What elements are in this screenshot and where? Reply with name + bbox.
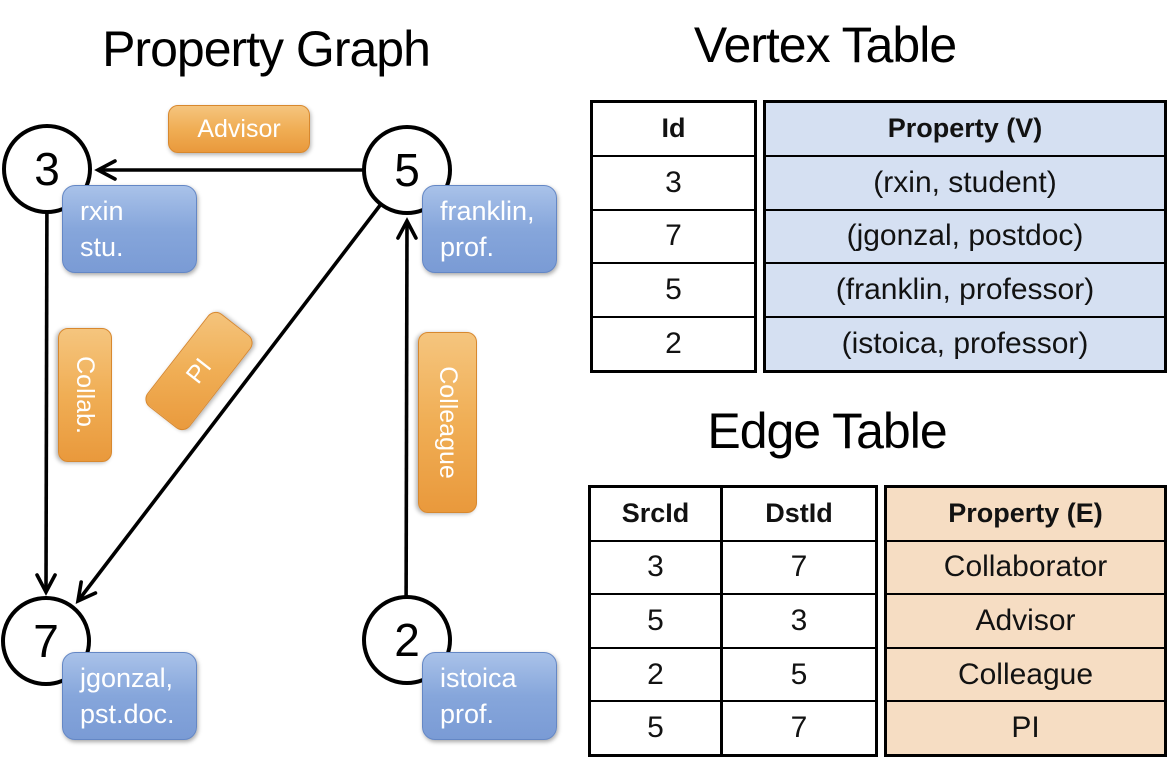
- edge-table-cell: 7: [723, 542, 875, 596]
- edge-line-collab-3-to-7: [35, 168, 57, 596]
- graph-edges-svg: [35, 159, 418, 641]
- edge-table-cell: Advisor: [887, 595, 1164, 649]
- vertex-property-box-jgonzal: jgonzal, pst.doc.: [62, 652, 197, 740]
- vertex-table-header-id: Id: [593, 103, 754, 157]
- edge-line-pi-5-to-7: [75, 168, 409, 605]
- vertex-table-cell: (istoica, professor): [841, 327, 1089, 361]
- vertex-table-cell: 7: [593, 211, 754, 265]
- vertex-property-line: prof.: [440, 232, 495, 262]
- edge-table-cell: 5: [591, 595, 720, 649]
- vertex-property-line: stu.: [80, 232, 124, 262]
- edge-table-dstid-column: DstId 7 3 5 7: [723, 488, 875, 754]
- edge-table-header-dstid: DstId: [723, 488, 875, 542]
- vertex-table-title: Vertex Table: [693, 17, 957, 73]
- edge-table-cell: 3: [591, 542, 720, 596]
- edge-table-srcid-column: SrcId 3 5 2 5: [591, 488, 723, 754]
- vertex-table-cell: 2: [665, 327, 682, 361]
- graph-node-5: 5: [362, 125, 452, 215]
- edge-table-cell: Collaborator: [887, 542, 1164, 596]
- vertex-table-id-column: Id 3 7 5 2: [590, 100, 757, 373]
- node-id-label: 3: [34, 143, 60, 195]
- vertex-property-box-rxin: rxin stu.: [62, 185, 197, 273]
- vertex-table-cell: 3: [593, 157, 754, 211]
- node-id-label: 5: [394, 144, 420, 196]
- edge-table-cell: 5: [723, 649, 875, 703]
- edge-table-cell: 2: [591, 649, 720, 703]
- vertex-table-property-column: Property (V) (rxin, student) (jgonzal, p…: [763, 100, 1167, 373]
- edge-table-header-srcid: SrcId: [591, 488, 720, 542]
- edge-label: PI: [180, 352, 217, 389]
- edge-table-cell: 7: [790, 711, 808, 745]
- vertex-property-line: rxin: [80, 196, 124, 226]
- edge-table: SrcId 3 5 2 5 DstId 7 3 5 7 Property (E)…: [588, 485, 1167, 757]
- edge-table-property-column: Property (E) Collaborator Advisor Collea…: [884, 485, 1167, 757]
- edge-table-cell: PI: [1011, 711, 1040, 745]
- edge-label: Collab.: [71, 356, 100, 434]
- edge-table-header-property: Property (E): [887, 488, 1164, 542]
- edge-table-id-columns: SrcId 3 5 2 5 DstId 7 3 5 7: [588, 485, 878, 757]
- vertex-table-cell: (jgonzal, postdoc): [766, 211, 1164, 265]
- vertex-property-line: franklin,: [440, 196, 535, 226]
- vertex-property-line: jgonzal,: [80, 663, 174, 693]
- edge-table-cell: 5: [647, 711, 664, 745]
- edge-label-box-colleague: Colleague: [418, 332, 477, 513]
- edge-label-box-collab: Collab.: [58, 328, 112, 462]
- edge-line-colleague-2-to-5: [396, 217, 418, 641]
- edge-table-title: Edge Table: [707, 403, 947, 459]
- edge-label: Advisor: [197, 114, 281, 143]
- edge-label: Colleague: [434, 366, 462, 479]
- node-id-label: 2: [394, 614, 420, 666]
- vertex-table-cell: (rxin, student): [766, 157, 1164, 211]
- vertex-table: Id 3 7 5 2 Property (V) (rxin, student) …: [590, 100, 1167, 373]
- vertex-property-box-franklin: franklin, prof.: [422, 185, 557, 273]
- vertex-table-cell: 5: [593, 264, 754, 319]
- vertex-property-line: prof.: [440, 699, 495, 729]
- edge-table-cell: Colleague: [887, 649, 1164, 703]
- vertex-property-line: pst.doc.: [80, 699, 175, 729]
- edge-label-box-advisor: Advisor: [168, 105, 310, 153]
- node-id-label: 7: [33, 615, 59, 667]
- vertex-property-box-istoica: istoica prof.: [422, 652, 557, 740]
- vertex-property-line: istoica: [440, 663, 517, 693]
- property-graph-title: Property Graph: [102, 21, 431, 77]
- graph-node-2: 2: [362, 595, 452, 685]
- edge-table-cell: 3: [723, 595, 875, 649]
- vertex-table-cell: (franklin, professor): [766, 264, 1164, 319]
- vertex-table-header-property: Property (V): [766, 103, 1164, 157]
